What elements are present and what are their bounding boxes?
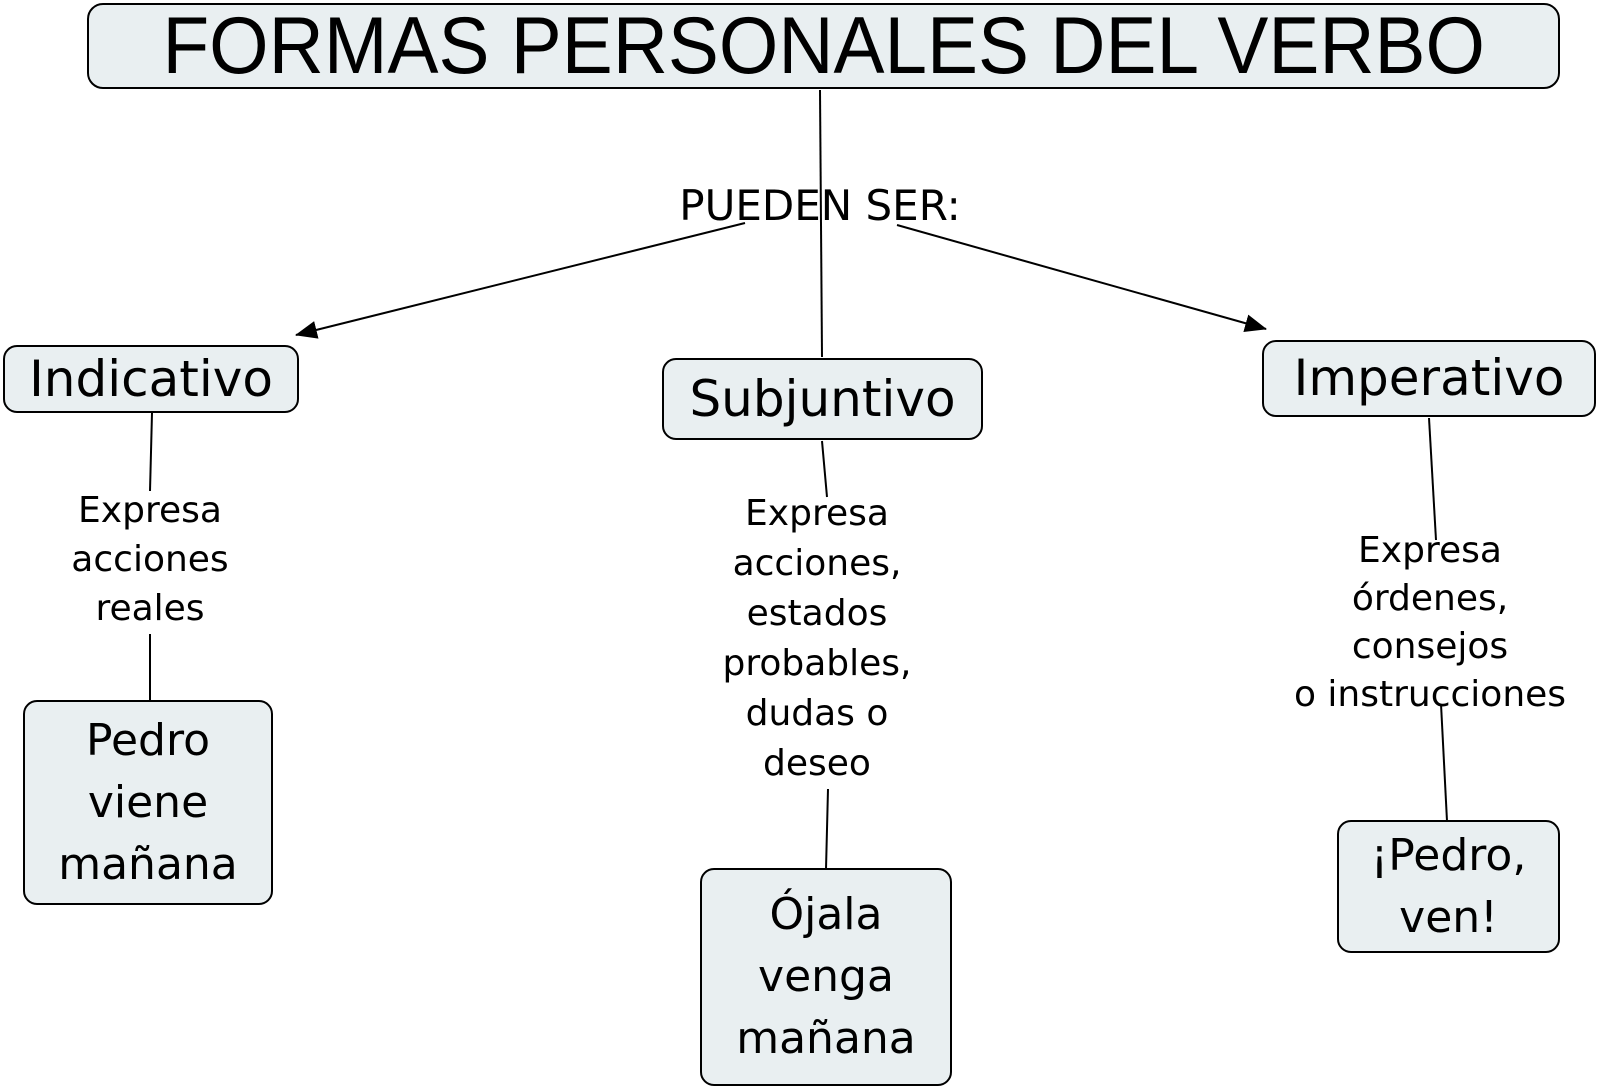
- example-line: mañana: [736, 1013, 916, 1064]
- title-box: FORMAS PERSONALES DEL VERBO: [87, 0, 1560, 91]
- example-line: viene: [87, 776, 209, 828]
- example-line: venga: [758, 951, 894, 1002]
- connector-subjuntivo-to-desc: [821, 440, 828, 498]
- description-line: dudas o: [745, 693, 889, 734]
- connector-title-to-subjuntivo: [819, 89, 823, 358]
- description-line: acciones: [71, 539, 229, 580]
- concept-label-indicativo: Indicativo: [29, 349, 273, 408]
- example-line: Pedro: [85, 714, 210, 766]
- connector-arrow-to-indicativo: [295, 222, 746, 339]
- description-line: órdenes,: [1351, 578, 1509, 619]
- example-line: Ójala: [769, 889, 883, 940]
- connector-arrow-to-imperativo: [896, 224, 1267, 332]
- example-line: ¡Pedro,: [1370, 829, 1527, 881]
- example-box-indicativo: Pedro viene mañana: [23, 700, 273, 905]
- example-box-imperativo: ¡Pedro, ven!: [1337, 820, 1560, 953]
- concept-label-imperativo: Imperativo: [1293, 349, 1565, 407]
- example-line: mañana: [58, 838, 238, 890]
- description-line: consejos: [1351, 626, 1509, 667]
- title-text: FORMAS PERSONALES DEL VERBO: [162, 0, 1485, 91]
- description-subjuntivo: Expresa acciones, estados probables, dud…: [692, 489, 942, 789]
- description-line: reales: [95, 588, 205, 629]
- description-line: o instrucciones: [1293, 674, 1567, 715]
- connector-desc-to-example-imperativo: [1440, 703, 1448, 822]
- description-line: Expresa: [745, 493, 889, 534]
- concept-box-imperativo: Imperativo: [1262, 340, 1596, 417]
- description-line: acciones,: [732, 543, 902, 584]
- description-line: probables,: [722, 643, 912, 684]
- concept-label-subjuntivo: Subjuntivo: [689, 369, 956, 428]
- concept-box-indicativo: Indicativo: [3, 345, 299, 413]
- description-line: deseo: [763, 743, 871, 784]
- description-line: estados: [746, 593, 888, 634]
- connector-indicativo-to-desc: [149, 412, 153, 492]
- description-line: Expresa: [78, 490, 222, 531]
- connector-desc-to-example-subjuntivo: [825, 788, 829, 870]
- description-indicativo: Expresa acciones reales: [30, 486, 270, 633]
- description-imperativo: Expresa órdenes, consejos o instruccione…: [1270, 527, 1590, 719]
- connector-imperativo-to-desc: [1428, 417, 1437, 541]
- concept-box-subjuntivo: Subjuntivo: [662, 358, 983, 440]
- example-box-subjuntivo: Ójala venga mañana: [700, 868, 952, 1086]
- example-line: ven!: [1399, 891, 1498, 943]
- linking-phrase: PUEDEN SER:: [679, 181, 961, 230]
- description-line: Expresa: [1358, 530, 1502, 571]
